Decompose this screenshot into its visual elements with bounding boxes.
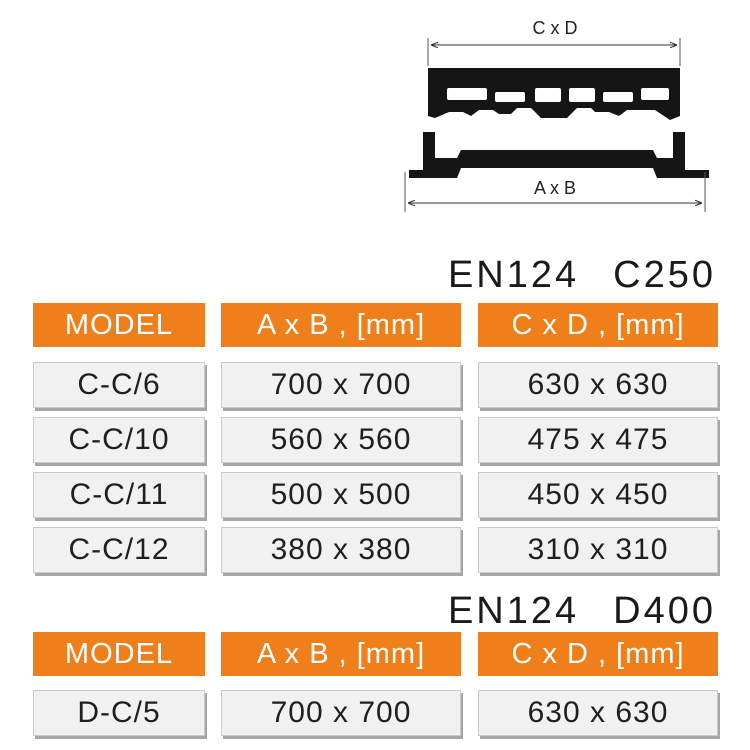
section-title-c250: EN124 C250 <box>448 256 716 294</box>
table-cell-ab: 560 x 560 <box>221 417 461 463</box>
table-cell-ab: 700 x 700 <box>221 362 461 408</box>
table-cell-model: C-C/6 <box>33 362 205 408</box>
header-ab: A x B , [mm] <box>221 632 461 676</box>
table-cell-cd: 475 x 475 <box>478 417 718 463</box>
diagram-top-label: C x D <box>533 18 578 38</box>
table-cell-model: C-C/12 <box>33 527 205 573</box>
table-cell-cd: 310 x 310 <box>478 527 718 573</box>
table-cell-model: C-C/10 <box>33 417 205 463</box>
grade-label: C250 <box>613 254 716 296</box>
table-cell-cd: 630 x 630 <box>478 690 718 736</box>
header-cd: C x D , [mm] <box>478 632 718 676</box>
header-ab: A x B , [mm] <box>221 303 461 347</box>
standard-label: EN124 <box>447 254 580 296</box>
cross-section-diagram: C x D A x B <box>395 8 715 218</box>
diagram-bottom-label: A x B <box>534 178 576 198</box>
table-cell-ab: 700 x 700 <box>221 690 461 736</box>
header-model: MODEL <box>33 303 205 347</box>
table-cell-model: D-C/5 <box>33 690 205 736</box>
table-cell-ab: 500 x 500 <box>221 472 461 518</box>
header-model: MODEL <box>33 632 205 676</box>
table-cell-cd: 630 x 630 <box>478 362 718 408</box>
table-cell-model: C-C/11 <box>33 472 205 518</box>
section-title-d400: EN124 D400 <box>448 592 716 630</box>
header-cd: C x D , [mm] <box>478 303 718 347</box>
table-cell-ab: 380 x 380 <box>221 527 461 573</box>
grade-label: D400 <box>613 590 716 632</box>
table-cell-cd: 450 x 450 <box>478 472 718 518</box>
standard-label: EN124 <box>447 590 580 632</box>
